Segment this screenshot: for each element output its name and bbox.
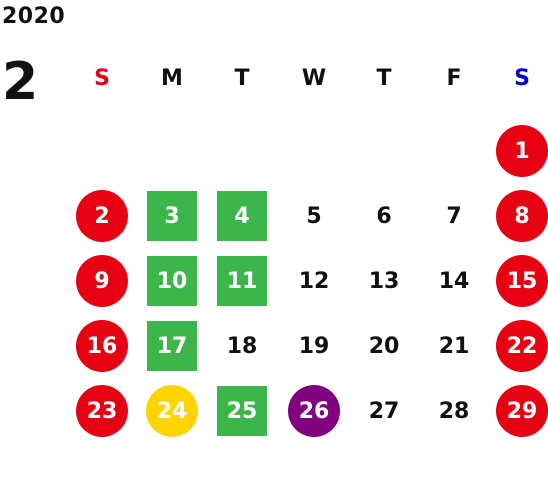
calendar-day-26[interactable]: 26 xyxy=(288,385,340,437)
calendar-day-20[interactable]: 20 xyxy=(368,333,400,359)
calendar-day-23[interactable]: 23 xyxy=(76,385,128,437)
calendar-day-16[interactable]: 16 xyxy=(76,320,128,372)
weekday-label: T xyxy=(376,66,392,91)
calendar-day-5[interactable]: 5 xyxy=(306,203,322,229)
calendar-day-4[interactable]: 4 xyxy=(217,191,267,241)
calendar-day-15[interactable]: 15 xyxy=(496,255,548,307)
calendar-day-22[interactable]: 22 xyxy=(496,320,548,372)
calendar-day-8[interactable]: 8 xyxy=(496,190,548,242)
calendar-day-1[interactable]: 1 xyxy=(496,125,548,177)
weekday-label: T xyxy=(234,66,250,91)
calendar-day-12[interactable]: 12 xyxy=(298,268,330,294)
calendar-day-2[interactable]: 2 xyxy=(76,190,128,242)
calendar-day-9[interactable]: 9 xyxy=(76,255,128,307)
calendar-day-7[interactable]: 7 xyxy=(446,203,462,229)
calendar-day-3[interactable]: 3 xyxy=(147,191,197,241)
calendar-day-18[interactable]: 18 xyxy=(226,333,258,359)
calendar-day-11[interactable]: 11 xyxy=(217,256,267,306)
weekday-label: S xyxy=(514,66,530,91)
calendar-month: 2 xyxy=(2,52,39,112)
calendar-day-28[interactable]: 28 xyxy=(438,398,470,424)
calendar-day-24[interactable]: 24 xyxy=(146,385,198,437)
calendar-day-13[interactable]: 13 xyxy=(368,268,400,294)
calendar-day-10[interactable]: 10 xyxy=(147,256,197,306)
calendar-day-21[interactable]: 21 xyxy=(438,333,470,359)
calendar-day-29[interactable]: 29 xyxy=(496,385,548,437)
weekday-label: M xyxy=(161,66,183,91)
calendar-day-27[interactable]: 27 xyxy=(368,398,400,424)
calendar-day-19[interactable]: 19 xyxy=(298,333,330,359)
weekday-label: S xyxy=(94,66,110,91)
calendar-day-17[interactable]: 17 xyxy=(147,321,197,371)
weekday-label: F xyxy=(446,66,462,91)
calendar-day-25[interactable]: 25 xyxy=(217,386,267,436)
calendar-day-6[interactable]: 6 xyxy=(376,203,392,229)
calendar-year: 2020 xyxy=(2,4,66,29)
calendar-day-14[interactable]: 14 xyxy=(438,268,470,294)
weekday-label: W xyxy=(301,66,327,91)
